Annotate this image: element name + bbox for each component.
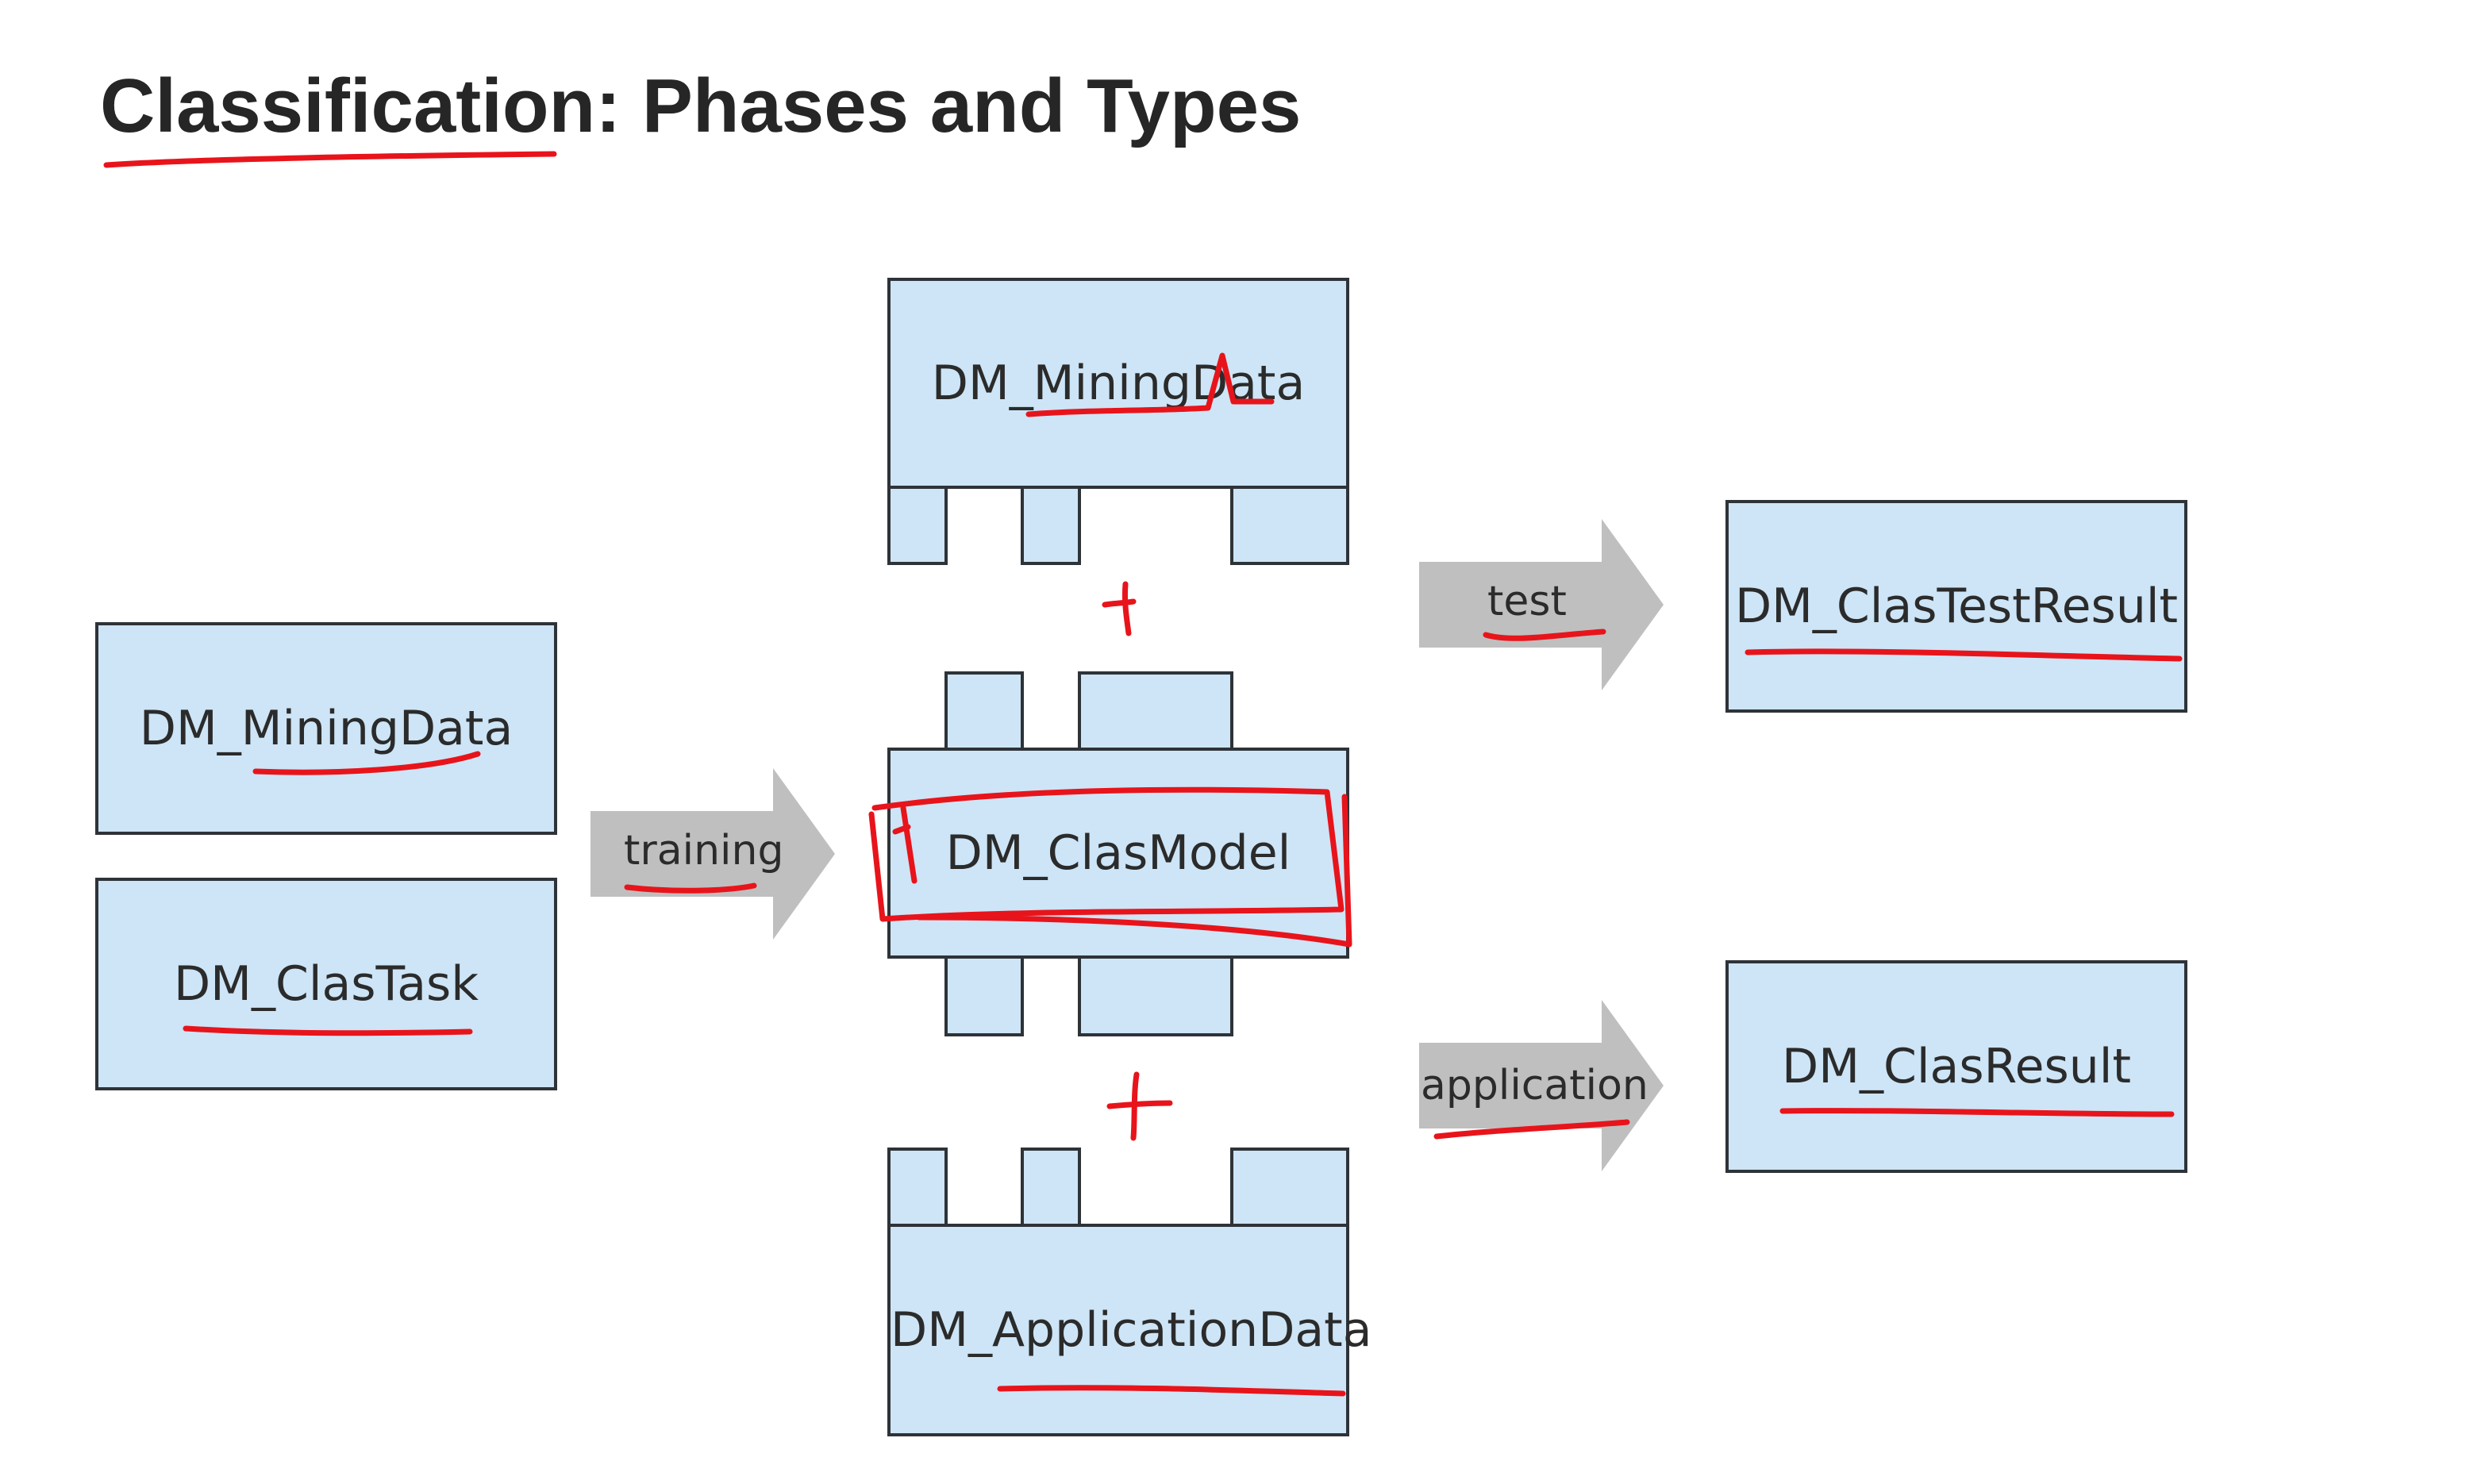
application-arrow: application (1419, 1000, 1664, 1171)
application-label: application (1421, 1062, 1648, 1109)
clas-result-box: DM_ClasResult (1725, 960, 2187, 1173)
tab (944, 952, 1024, 1036)
mining-data-box-left: DM_MiningData (95, 622, 557, 835)
tab (1021, 482, 1081, 565)
clas-model-box: DM_ClasModel (887, 748, 1349, 959)
clas-model-label: DM_ClasModel (945, 825, 1291, 881)
plus-top-horizontal (1102, 598, 1137, 608)
tab (887, 1148, 948, 1230)
clas-result-label: DM_ClasResult (1782, 1039, 2131, 1094)
mining-data-box-top: DM_MiningData (887, 278, 1349, 489)
tab (887, 482, 948, 565)
plus-top-vertical (1122, 581, 1132, 636)
plus-bottom-vertical (1130, 1071, 1140, 1141)
test-label: test (1487, 578, 1567, 625)
training-arrow: training (591, 768, 835, 940)
page-title: Classification: Phases and Types (100, 63, 1302, 148)
training-label: training (624, 827, 784, 875)
tab (1078, 671, 1233, 754)
clas-test-result-label: DM_ClasTestResult (1734, 579, 2179, 634)
tab (1230, 1148, 1349, 1230)
clas-task-label: DM_ClasTask (173, 956, 479, 1012)
application-data-box: DM_ApplicationData (887, 1224, 1372, 1436)
mining-data-label-left: DM_MiningData (139, 701, 514, 756)
tab (944, 671, 1024, 754)
test-arrow: test (1419, 519, 1664, 690)
clas-test-result-box: DM_ClasTestResult (1725, 500, 2187, 713)
plus-bottom-horizontal (1106, 1100, 1173, 1109)
tab (1078, 952, 1233, 1036)
tab (1021, 1148, 1081, 1230)
clas-task-box: DM_ClasTask (95, 878, 557, 1090)
tab (1230, 482, 1349, 565)
application-data-label: DM_ApplicationData (891, 1302, 1372, 1358)
mining-data-label-top: DM_MiningData (931, 356, 1306, 411)
